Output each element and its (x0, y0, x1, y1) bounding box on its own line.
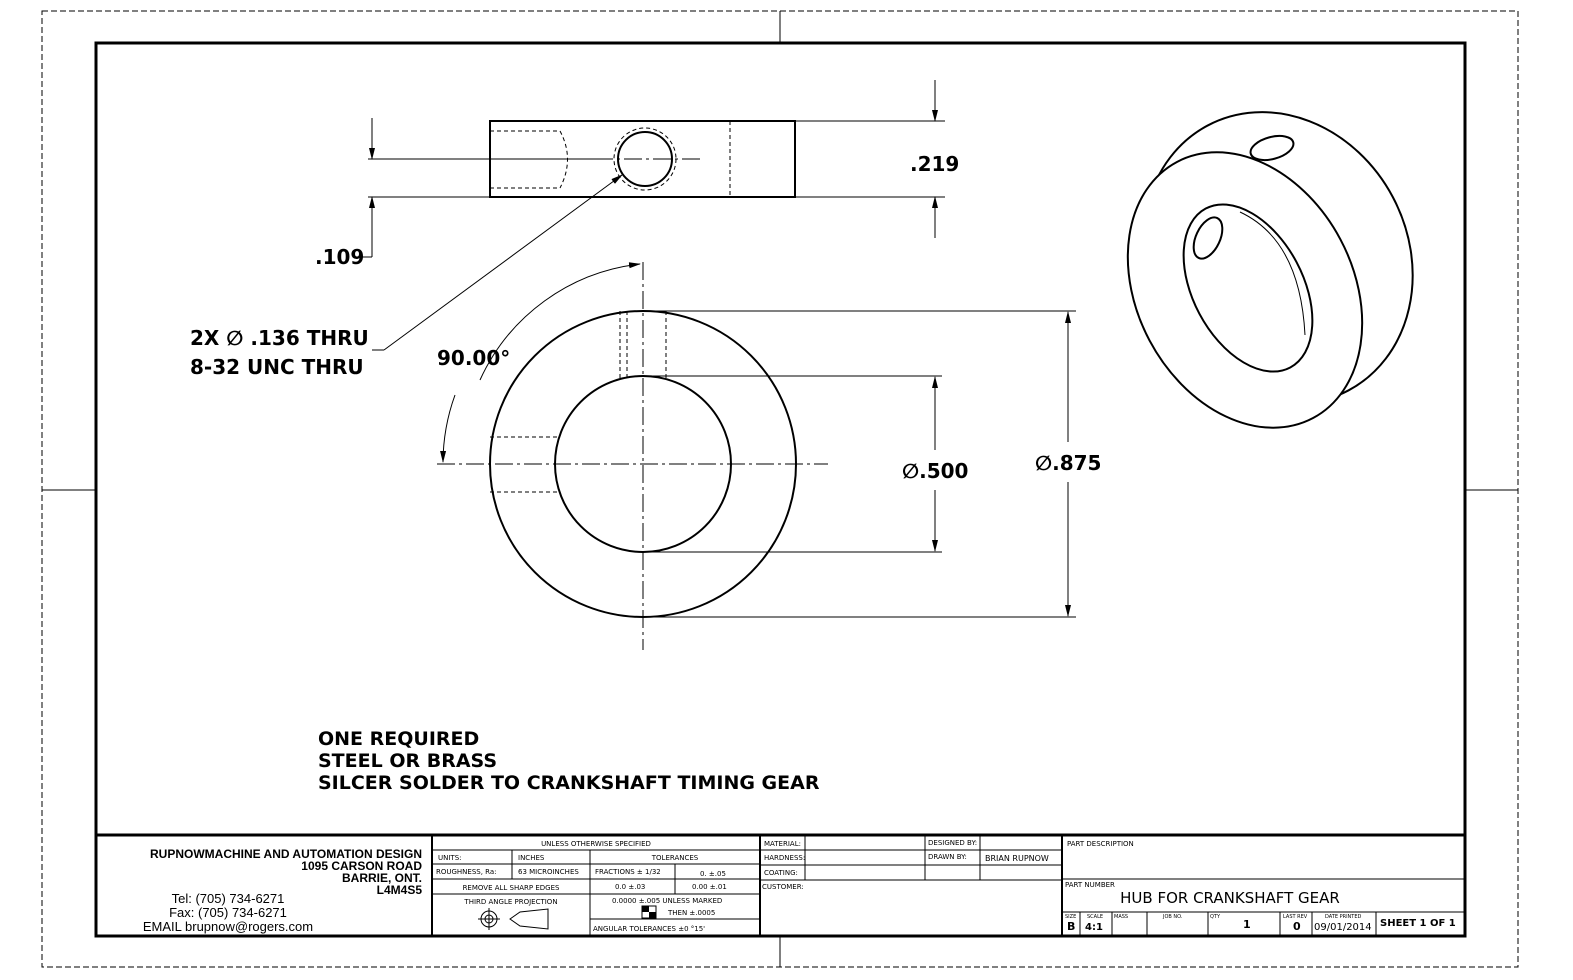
note-line: ONE REQUIRED (318, 728, 479, 750)
dimension-hole-offset: .109 (315, 118, 610, 269)
datum-target-icon (641, 905, 657, 919)
roughness-value: 63 MICROINCHES (518, 868, 579, 876)
material-label: MATERIAL: (764, 840, 801, 848)
address-line: BARRIE, ONT. (342, 871, 422, 885)
roughness-label: ROUGHNESS, Ra: (436, 868, 497, 876)
tolerance-fractions: FRACTIONS ± 1/32 (595, 868, 661, 876)
fax: Fax: (705) 734-6271 (169, 905, 287, 920)
inner-diameter-label: ∅.500 (902, 459, 968, 483)
hole-offset-label: .109 (315, 245, 364, 269)
job-number-label: JOB NO. (1162, 914, 1183, 920)
company-name: RUPNOWMACHINE AND AUTOMATION DESIGN (150, 847, 422, 861)
address-line: 1095 CARSON ROAD (301, 859, 422, 873)
dimension-angle: 90.00° (437, 262, 641, 463)
dimension-thickness: .219 (795, 80, 959, 238)
zone-marks (42, 11, 1518, 967)
size-label: SIZE (1065, 914, 1076, 920)
part-number-label: PART NUMBER (1065, 881, 1115, 889)
projection-label: THIRD ANGLE PROJECTION (463, 898, 557, 906)
note-line: STEEL OR BRASS (318, 750, 497, 772)
hardness-label: HARDNESS: (764, 854, 805, 862)
isometric-view (1126, 111, 1414, 429)
angle-label: 90.00° (437, 346, 510, 370)
part-number: HUB FOR CRANKSHAFT GEAR (1120, 889, 1340, 907)
sheet-number: SHEET 1 OF 1 (1380, 918, 1456, 929)
scale-label: SCALE (1087, 914, 1103, 920)
mass-label: MASS (1114, 914, 1128, 920)
tolerance-3: 0.0000 ±.005 UNLESS MARKED (612, 897, 722, 905)
sheet-outer-border (41, 10, 1519, 968)
angular-tolerances: ANGULAR TOLERANCES ±0 °15' (593, 925, 705, 933)
units-value: INCHES (518, 854, 545, 862)
qty-value: 1 (1243, 918, 1251, 931)
drawn-by-value: BRIAN RUPNOW (985, 854, 1049, 863)
customer-label: CUSTOMER: (762, 883, 804, 891)
unless-specified: UNLESS OTHERWISE SPECIFIED (541, 840, 651, 848)
date-printed-label: DATE PRINTED (1325, 914, 1362, 920)
title-block: RUPNOWMACHINE AND AUTOMATION DESIGN 1095… (96, 833, 1465, 936)
last-rev-label: LAST REV (1283, 914, 1308, 920)
units-label: UNITS: (438, 854, 462, 862)
size-value: B (1067, 920, 1075, 933)
hole-callout-line2: 8-32 UNC THRU (190, 355, 364, 379)
date-printed: 09/01/2014 (1314, 922, 1372, 933)
dimension-outer-diameter: ∅.875 (643, 310, 1101, 618)
outer-diameter-label: ∅.875 (1035, 451, 1101, 475)
coating-label: COATING: (764, 869, 798, 877)
remove-edges: REMOVE ALL SHARP EDGES (463, 884, 560, 892)
qty-label: QTY (1210, 914, 1221, 920)
tolerances-header: TOLERANCES (651, 854, 699, 862)
tolerance-2: 0.00 ±.01 (692, 883, 727, 891)
telephone: Tel: (705) 734-6271 (172, 891, 285, 906)
drawing-frame (94, 41, 1467, 938)
tolerance-0: 0. ±.05 (700, 870, 726, 878)
tolerance-then: THEN ±.0005 (667, 909, 715, 917)
designed-by-label: DESIGNED BY: (928, 839, 977, 847)
email[interactable]: EMAIL brupnow@rogers.com (143, 919, 313, 934)
hole-callout: 2X ∅ .136 THRU 8-32 UNC THRU (190, 174, 623, 379)
notes: ONE REQUIRED STEEL OR BRASS SILCER SOLDE… (318, 728, 820, 794)
part-description-label: PART DESCRIPTION (1067, 840, 1134, 848)
third-angle-projection-icon (478, 908, 549, 930)
drawn-by-label: DRAWN BY: (928, 853, 967, 861)
dimension-inner-diameter: ∅.500 (643, 375, 968, 553)
thickness-label: .219 (910, 152, 959, 176)
last-rev-value: 0 (1293, 920, 1301, 933)
scale-value: 4:1 (1085, 922, 1103, 933)
front-view (437, 262, 828, 650)
note-line: SILCER SOLDER TO CRANKSHAFT TIMING GEAR (318, 772, 820, 794)
postal-code: L4M4S5 (377, 883, 423, 897)
hole-callout-line1: 2X ∅ .136 THRU (190, 326, 369, 350)
tolerance-1: 0.0 ±.03 (615, 883, 645, 891)
email-link[interactable]: EMAIL brupnow@rogers.com (143, 919, 313, 934)
